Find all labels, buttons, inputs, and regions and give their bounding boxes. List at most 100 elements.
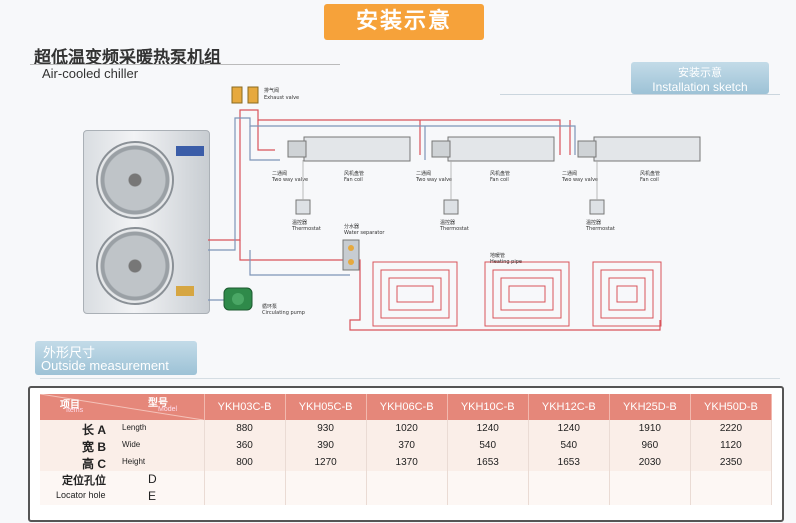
two-way-valve-label: 二通阀 (416, 170, 431, 177)
product-title: 超低温变频采暖热泵机组 (34, 48, 221, 68)
table-cell: 1370 (366, 454, 448, 471)
row-label-en: Wide (122, 440, 141, 449)
thermostat-icon (295, 199, 605, 215)
locator-label: 定位孔位 D (40, 471, 205, 488)
table-header-row: 项目 Items 型号 Model YKH03C-B YKH05C-B YKH0… (40, 394, 773, 420)
heating-pipe-label: 地暖管 (490, 252, 505, 259)
heating-pipe-label-en: Heating pipe (490, 259, 522, 265)
model-header: YKH03C-B (204, 394, 286, 420)
table-cell: 2220 (690, 420, 773, 437)
row-label-en: Height (122, 457, 146, 466)
thermostat-label: 温控器 (440, 219, 455, 226)
outside-measurement-tag: 外形尺寸 Outside measurement (35, 341, 197, 375)
outside-divider (40, 378, 780, 379)
installation-sketch-tag: 安装示意 Installation sketch (631, 62, 769, 94)
fan-coil-label-en: Fan coil (490, 177, 509, 183)
table-cell: 1270 (285, 454, 367, 471)
table-cell: 1240 (528, 420, 610, 437)
row-label-cn: 宽 B (82, 440, 107, 454)
water-separator-icon (342, 239, 360, 271)
table-cell: 800 (204, 454, 286, 471)
separator-label: 分水器 (344, 223, 359, 230)
two-way-valve-label: 二通阀 (562, 170, 577, 177)
table-cell: 360 (204, 437, 286, 454)
table-corner-cell: 项目 Items 型号 Model (40, 394, 205, 420)
fan-coil-icon (287, 136, 701, 162)
fan-coil-label: 风机盘管 (640, 170, 660, 177)
locator-letter: D (148, 472, 157, 486)
two-way-valve-label: 二通阀 (272, 170, 287, 177)
table-cell: 540 (528, 437, 610, 454)
separator-label-en: Water separator (344, 230, 385, 236)
row-label: 长 A Length (40, 420, 205, 437)
table-cell: 1910 (609, 420, 691, 437)
table-cell: 930 (285, 420, 367, 437)
thermostat-label-en: Thermostat (585, 226, 615, 232)
fan-coil-label-en: Fan coil (640, 177, 659, 183)
pump-label-en: Circulating pump (262, 310, 305, 316)
pump-label: 循环泵 (262, 303, 277, 310)
spec-table-frame: 项目 Items 型号 Model YKH03C-B YKH05C-B YKH0… (28, 386, 784, 522)
table-cell: 1120 (690, 437, 773, 454)
thermostat-label: 温控器 (292, 219, 307, 226)
table-cell: 2030 (609, 454, 691, 471)
model-header: YKH10C-B (447, 394, 529, 420)
fan-icon (96, 227, 174, 305)
outside-tag-en: Outside measurement (41, 358, 169, 373)
model-header: YKH05C-B (285, 394, 367, 420)
table-cell: 370 (366, 437, 448, 454)
corner-item-label: 项目 (60, 400, 80, 411)
model-header: YKH25D-B (609, 394, 691, 420)
brand-logo (176, 146, 204, 156)
row-label: 宽 B Wide (40, 437, 205, 454)
table-cell: 2350 (690, 454, 773, 471)
thermostat-label-en: Thermostat (291, 226, 321, 232)
locator-label-en: Locator hole (56, 490, 106, 500)
table-cell: 1240 (447, 420, 529, 437)
exhaust-valve-label: 排气阀 (264, 87, 279, 94)
thermostat-label: 温控器 (586, 219, 601, 226)
thermostat-label-en: Thermostat (439, 226, 469, 232)
row-label-en: Length (122, 423, 147, 432)
corner-model-label-en: Model (158, 406, 178, 413)
outside-tag-cn: 外形尺寸 (43, 345, 96, 360)
table-cell: 1020 (366, 420, 448, 437)
table-cell: 390 (285, 437, 367, 454)
sketch-divider (500, 94, 780, 95)
page-banner: 安装示意 (324, 4, 484, 40)
energy-badge (176, 286, 194, 296)
supply-pipes (208, 109, 661, 331)
table-cell: 1653 (447, 454, 529, 471)
model-header: YKH06C-B (366, 394, 448, 420)
table-row: 高 C Height 800 1270 1370 1653 1653 2030 … (40, 454, 773, 471)
model-header: YKH12C-B (528, 394, 610, 420)
corner-item-label-en: Items (66, 407, 84, 414)
product-subtitle: Air-cooled chiller (42, 66, 139, 81)
return-pipes (208, 117, 576, 301)
fan-coil-label-en: Fan coil (344, 177, 363, 183)
two-way-valve-label-en: Two way valve (561, 177, 598, 183)
circulating-pump-icon (223, 287, 253, 311)
locator-letter: E (148, 489, 157, 503)
table-row: 长 A Length 880 930 1020 1240 1240 1910 2… (40, 420, 773, 437)
corner-model-label: 型号 (148, 398, 168, 409)
table-row: 宽 B Wide 360 390 370 540 540 960 1120 (40, 437, 773, 454)
row-label-cn: 高 C (82, 457, 107, 471)
locator-label-cn: 定位孔位 (62, 475, 106, 487)
table-cell: 880 (204, 420, 286, 437)
locator-label: Locator hole E (40, 488, 205, 505)
table-cell: 540 (447, 437, 529, 454)
exhaust-valve-icon (231, 86, 259, 104)
fan-coil-label: 风机盘管 (344, 170, 364, 177)
model-header: YKH50D-B (690, 394, 773, 420)
row-label-cn: 长 A (82, 423, 107, 437)
table-cell: 1653 (528, 454, 610, 471)
table-cell: 960 (609, 437, 691, 454)
sketch-tag-en: Installation sketch (652, 80, 748, 94)
row-label: 高 C Height (40, 454, 205, 471)
table-row-locator: 定位孔位 D (40, 471, 773, 488)
two-way-valve-label-en: Two way valve (415, 177, 452, 183)
title-divider (30, 64, 340, 65)
two-way-valve-label-en: Two way valve (271, 177, 308, 183)
exhaust-valve-label-en: Exhaust valve (264, 95, 299, 101)
